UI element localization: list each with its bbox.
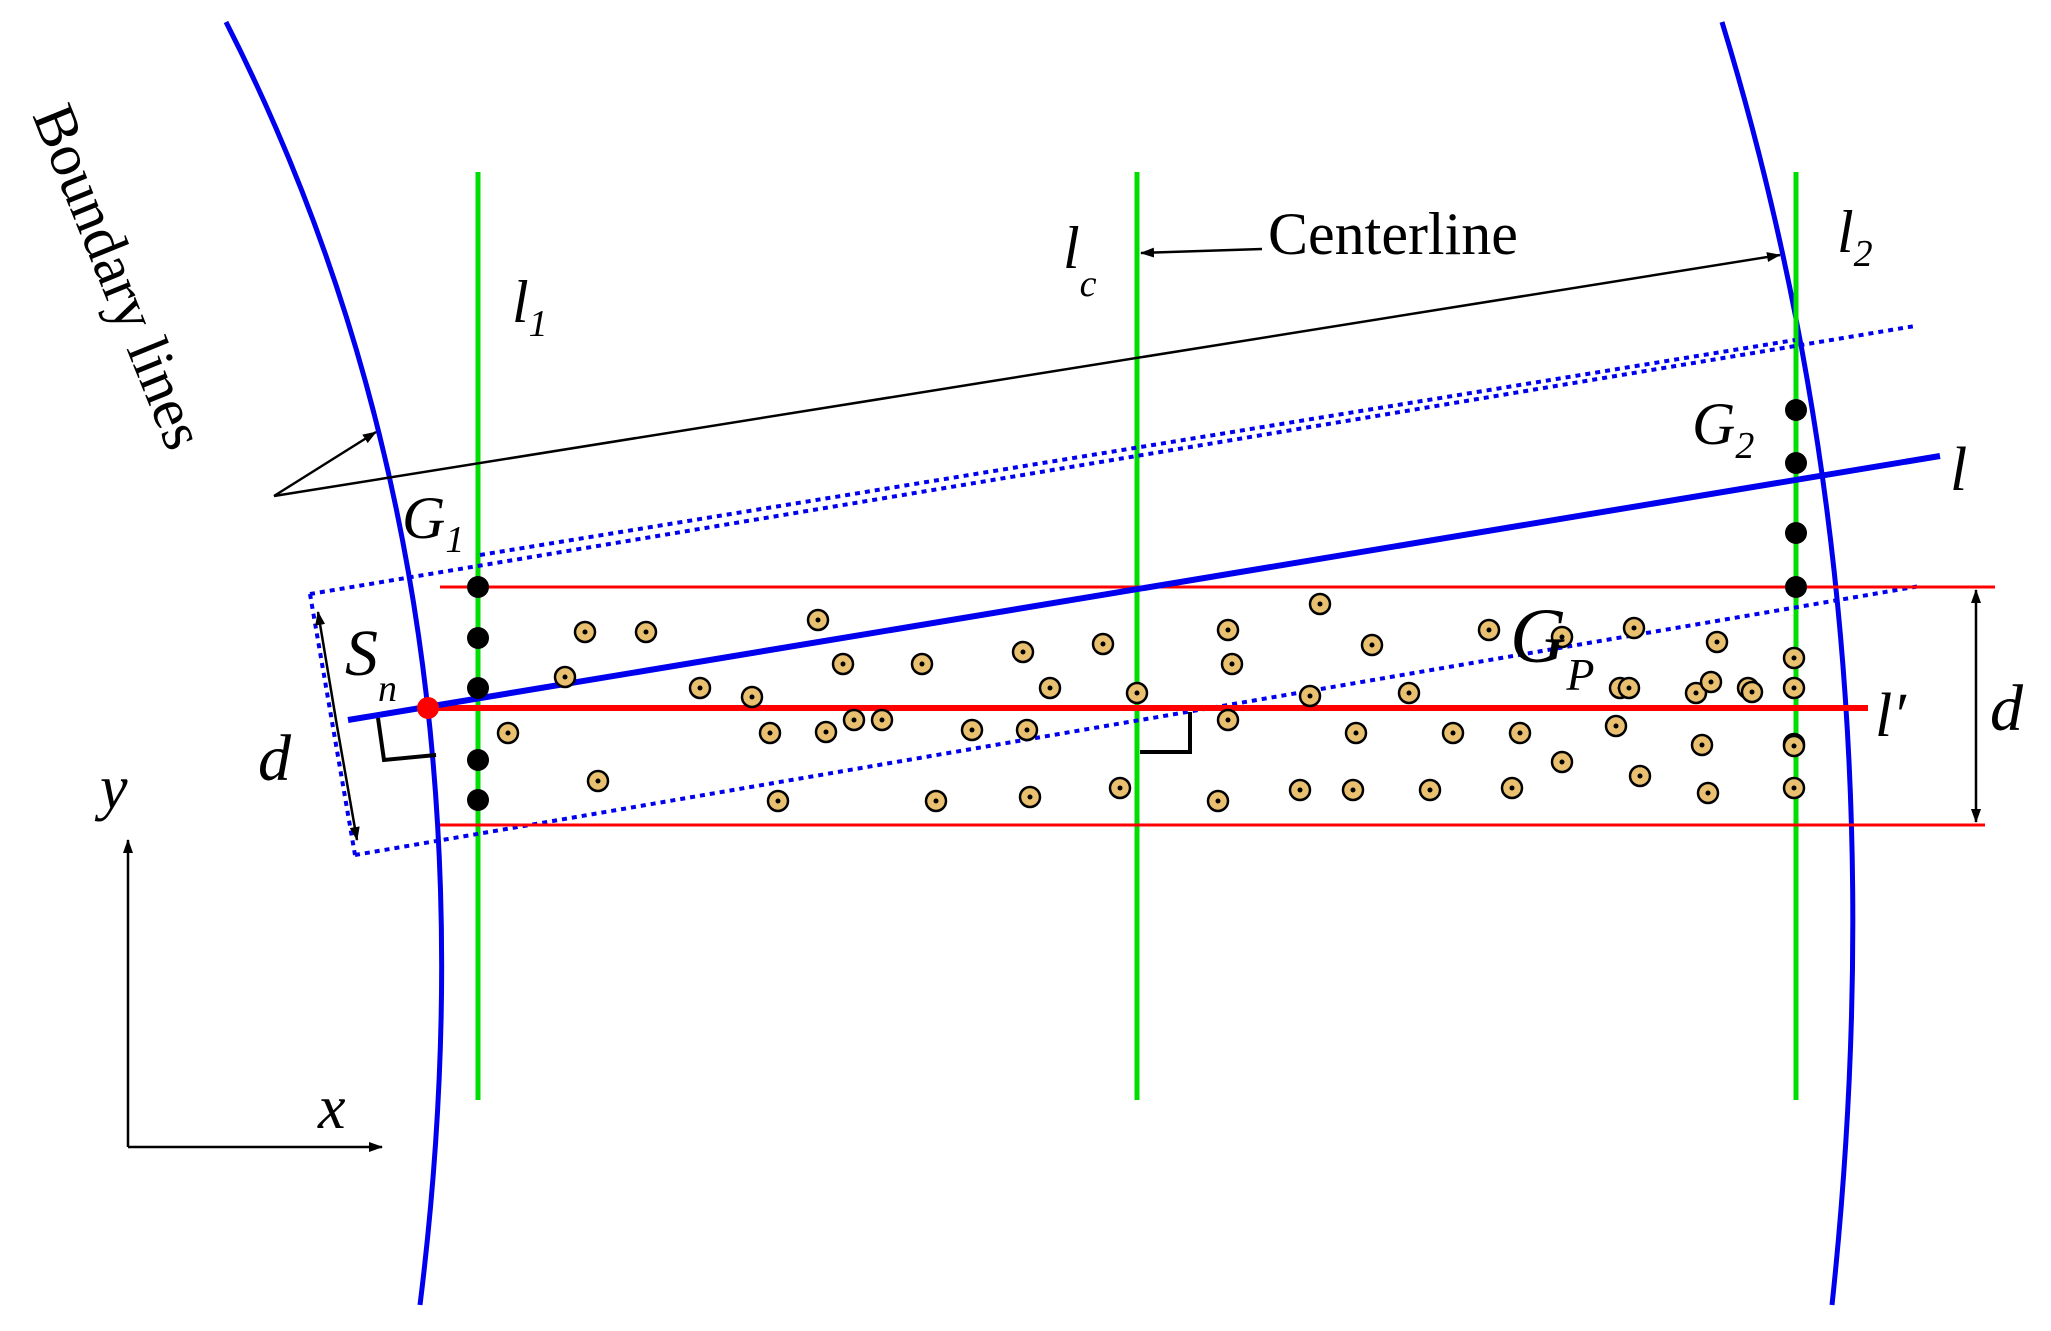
centerline-arrow [1140, 247, 1263, 258]
label-axis-y: y [94, 754, 128, 822]
scatter-point [1418, 778, 1442, 802]
label-lc: lc [1063, 215, 1097, 305]
boundary-arrow-left [273, 430, 377, 498]
centerline-label: Centerline [1268, 201, 1518, 267]
grid-point [467, 677, 489, 699]
scatter-point [1397, 681, 1421, 705]
scatter-point [1477, 618, 1501, 642]
scatter-point [870, 708, 894, 732]
grid-point [1785, 576, 1807, 598]
scatter-point [1091, 632, 1115, 656]
scatter-point [766, 789, 790, 813]
boundary-arrow-right [273, 252, 1781, 498]
grid-point [467, 627, 489, 649]
label-g1: G1 [402, 485, 464, 561]
dashed-band-line-upper [309, 324, 1916, 596]
scatter-point [1441, 721, 1465, 745]
d-left-arrow-2 [335, 725, 360, 841]
scatter-point [924, 789, 948, 813]
scatter-point [1782, 646, 1806, 670]
scatter-point [1684, 681, 1708, 705]
scatter-point [960, 718, 984, 742]
scatter-point [1500, 776, 1524, 800]
scatter-point [1341, 778, 1365, 802]
scatter-point [1782, 776, 1806, 800]
scatter-point [1298, 684, 1322, 708]
label-l-prime: l′ [1875, 682, 1907, 750]
scatter-point [1038, 676, 1062, 700]
scatter-point [806, 608, 830, 632]
scatter-point [1782, 734, 1806, 758]
scatter-point [1206, 789, 1230, 813]
fitted-line-l [347, 453, 1941, 723]
scatter-point [1216, 708, 1240, 732]
scatter-point [1344, 721, 1368, 745]
right-angle-marker-left [376, 717, 437, 763]
scatter-point [1288, 778, 1312, 802]
scatter-point [1782, 676, 1806, 700]
grid-point [1785, 452, 1807, 474]
scatter-point [496, 721, 520, 745]
scatter-points [496, 592, 1806, 813]
scatter-point [1628, 764, 1652, 788]
label-sn: Sn [345, 617, 397, 710]
scatter-point [1360, 633, 1384, 657]
scatter-point [573, 620, 597, 644]
scatter-point [1622, 616, 1646, 640]
scatter-point [1216, 618, 1240, 642]
label-gp: GP [1510, 592, 1594, 700]
scatter-point [1696, 781, 1720, 805]
label-l1: l1 [512, 269, 548, 345]
scatter-point [831, 652, 855, 676]
left-boundary-line [223, 20, 445, 1306]
label-l2: l2 [1837, 199, 1873, 275]
label-l: l [1950, 436, 1967, 504]
scatter-point [688, 676, 712, 700]
label-g2: G2 [1692, 391, 1754, 467]
scatter-point [1508, 721, 1532, 745]
scatter-point [1740, 680, 1764, 704]
scatter-point [1015, 718, 1039, 742]
scatter-point [1550, 750, 1574, 774]
scatter-point [1699, 670, 1723, 694]
grid-point [467, 576, 489, 598]
seed-point [417, 697, 439, 719]
scatter-point [740, 685, 764, 709]
scatter-point [1690, 733, 1714, 757]
scatter-point [910, 652, 934, 676]
scatter-point [758, 721, 782, 745]
scatter-point [1617, 676, 1641, 700]
scatter-point [553, 665, 577, 689]
scatter-point [1108, 776, 1132, 800]
boundary-lines-label: Boundary lines [20, 95, 218, 458]
grid-points [467, 399, 1807, 811]
right-boundary-line [1719, 21, 1856, 1306]
label-axis-x: x [317, 1074, 346, 1142]
dashed-line-top [479, 338, 1796, 557]
scatter-point [1125, 681, 1149, 705]
d-left-arrow-1 [315, 611, 339, 727]
scatter-point [634, 620, 658, 644]
scatter-point [1220, 652, 1244, 676]
grid-point [1785, 522, 1807, 544]
scatter-point [814, 720, 838, 744]
band-end-left [308, 593, 357, 856]
scatter-point [586, 769, 610, 793]
scatter-point [842, 708, 866, 732]
scatter-point [1705, 630, 1729, 654]
grid-point [467, 789, 489, 811]
grid-point [467, 749, 489, 771]
scatter-point [1604, 714, 1628, 738]
scatter-point [1011, 640, 1035, 664]
scatter-point [1018, 785, 1042, 809]
grid-point [1785, 399, 1807, 421]
right-angle-marker-center [1140, 712, 1192, 754]
label-d-right: d [1990, 672, 2024, 745]
label-d-left: d [258, 722, 292, 795]
scatter-point [1308, 592, 1332, 616]
dashed-band-line-lower [354, 584, 1921, 857]
scatter-point [1550, 625, 1574, 649]
